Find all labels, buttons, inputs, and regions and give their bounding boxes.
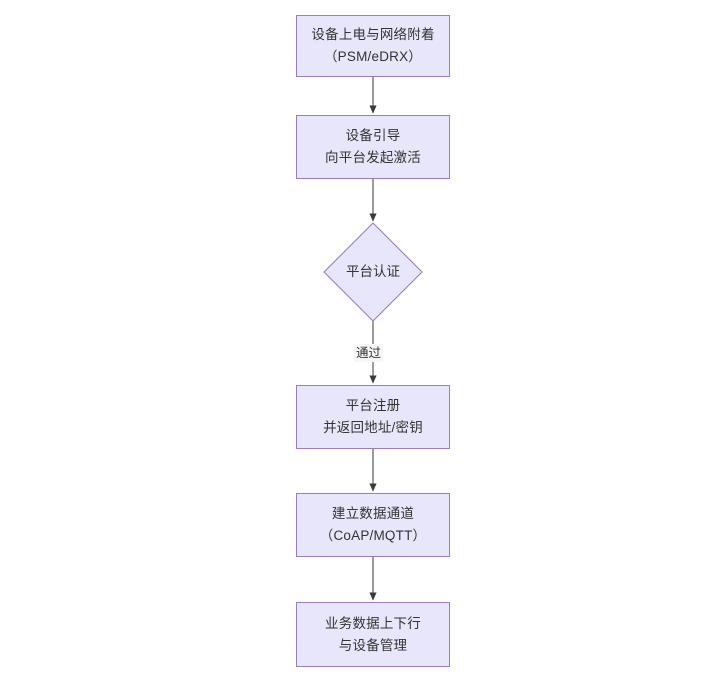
node-device-bootstrap-label: 设备引导 向平台发起激活 (325, 128, 421, 165)
node-establish-data-channel[interactable]: 建立数据通道 （CoAP/MQTT） (296, 493, 450, 557)
node-device-power-on-label: 设备上电与网络附着 （PSM/eDRX） (311, 27, 435, 64)
edge-label-pass: 通过 (354, 344, 384, 362)
node-device-power-on[interactable]: 设备上电与网络附着 （PSM/eDRX） (296, 15, 450, 77)
node-platform-register[interactable]: 平台注册 并返回地址/密钥 (296, 385, 450, 449)
node-business-data-exchange[interactable]: 业务数据上下行 与设备管理 (296, 602, 450, 667)
node-platform-register-label: 平台注册 并返回地址/密钥 (323, 398, 423, 435)
node-platform-auth-shape (323, 222, 423, 322)
node-business-data-exchange-label: 业务数据上下行 与设备管理 (325, 615, 421, 653)
node-platform-auth-label: 平台认证 (346, 264, 400, 279)
node-device-bootstrap[interactable]: 设备引导 向平台发起激活 (296, 115, 450, 179)
node-establish-data-channel-label: 建立数据通道 （CoAP/MQTT） (319, 506, 427, 543)
node-platform-auth[interactable]: 平台认证 (324, 223, 422, 321)
